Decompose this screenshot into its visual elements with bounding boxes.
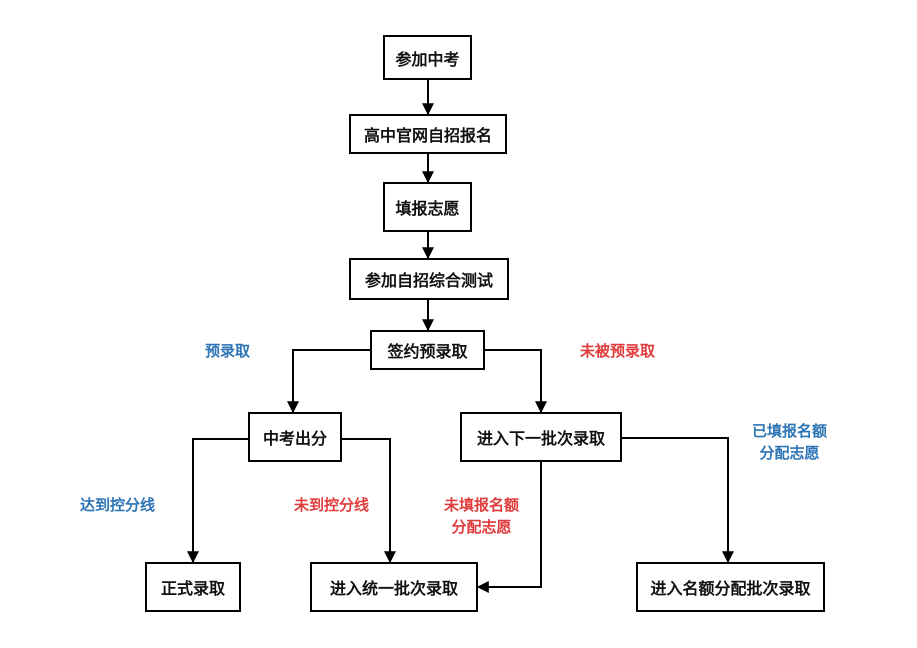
label-filled-quota-line1: 已填报名额	[752, 422, 828, 440]
label-filled-quota: 已填报名额 分配志愿	[752, 420, 827, 464]
node-quota-batch: 进入名额分配批次录取	[636, 562, 825, 612]
edge-exam-score-to-unified	[342, 438, 396, 564]
node-formal-admit: 正式录取	[145, 562, 241, 612]
edge-next-batch-to-quota	[622, 437, 734, 564]
node-register: 高中官网自招报名	[349, 114, 507, 154]
edge-sign-to-exam-score	[287, 349, 370, 414]
node-sign-pre-admit: 签约预录取	[370, 330, 485, 370]
label-pre-admitted: 预录取	[205, 342, 251, 360]
edge-exam-score-to-formal	[187, 438, 248, 564]
label-not-filled-quota-line1: 未填报名额	[444, 496, 520, 514]
label-filled-quota-line2: 分配志愿	[759, 444, 820, 462]
label-not-filled-quota-line2: 分配志愿	[451, 518, 512, 536]
node-fill-wish: 填报志愿	[383, 182, 472, 232]
node-comprehensive-test: 参加自招综合测试	[349, 258, 509, 300]
edge-next-batch-to-unified	[476, 462, 542, 593]
node-take-exam: 参加中考	[383, 35, 472, 80]
node-unified-batch: 进入统一批次录取	[310, 562, 478, 612]
edge-sign-to-next-batch	[485, 349, 547, 414]
node-next-batch: 进入下一批次录取	[460, 412, 622, 462]
label-reach-line: 达到控分线	[80, 496, 156, 514]
label-not-pre-admitted: 未被预录取	[580, 342, 656, 360]
label-not-reach-line: 未到控分线	[294, 496, 370, 514]
node-exam-score: 中考出分	[248, 412, 342, 462]
label-not-filled-quota: 未填报名额 分配志愿	[444, 494, 519, 538]
